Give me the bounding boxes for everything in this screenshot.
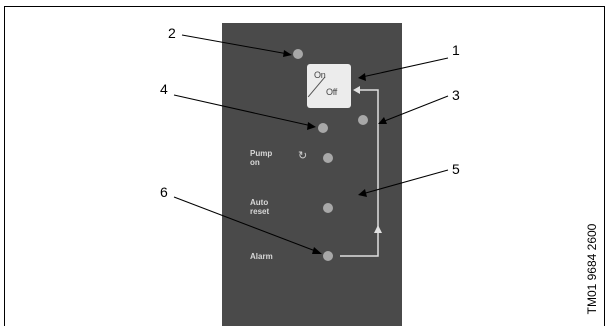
callout-line-1 [361, 57, 449, 78]
on-label: On [314, 70, 326, 80]
off-label: Off [326, 87, 337, 97]
callout-line-3 [381, 95, 449, 123]
callout-4: 4 [160, 81, 168, 97]
indicator-line [340, 89, 379, 257]
frame-border-top [4, 6, 605, 7]
figure-code: TM01 9684 2600 [585, 223, 599, 315]
callout-6: 6 [160, 184, 168, 200]
led-operation [318, 123, 328, 133]
callout-lines [173, 34, 449, 254]
callout-3: 3 [452, 87, 460, 103]
frame-border-right [604, 6, 605, 326]
callout-arrow-2 [283, 50, 292, 57]
pump-on-label: Pump on [250, 149, 273, 167]
callout-1: 1 [452, 42, 460, 58]
callout-arrow-1 [358, 73, 366, 81]
indicator-path [340, 86, 382, 257]
callout-arrow-3 [378, 117, 387, 124]
frame-border-left [4, 6, 5, 326]
callout-line-5 [361, 169, 449, 195]
indicator-arrow-mid [374, 225, 382, 233]
callout-5: 5 [452, 161, 460, 177]
alarm-label: Alarm [250, 252, 273, 261]
callout-arrow-5 [358, 189, 367, 197]
callout-line-2 [181, 34, 289, 55]
callout-arrow-6 [312, 247, 322, 254]
led-on-off-indicator [358, 115, 368, 125]
on-off-button[interactable] [307, 64, 351, 108]
callout-arrow-4 [307, 122, 316, 130]
callout-2: 2 [168, 25, 176, 41]
led-auto-reset [323, 203, 333, 213]
auto-reset-label: Auto reset [250, 198, 270, 216]
led-alarm [323, 251, 333, 261]
callout-line-6 [173, 196, 319, 253]
led-power [293, 49, 303, 59]
indicator-arrow-head [353, 86, 360, 94]
rotate-icon: ↻ [298, 150, 308, 162]
led-pump-on [323, 153, 333, 163]
callout-line-4 [173, 94, 313, 127]
